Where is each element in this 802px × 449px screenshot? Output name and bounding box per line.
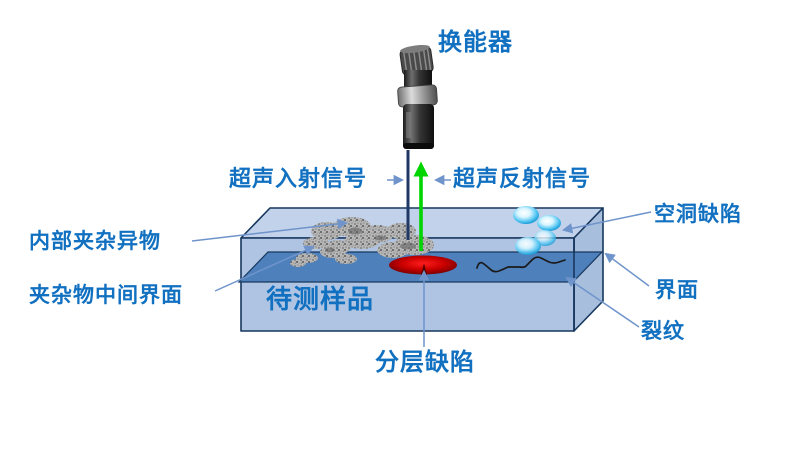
void-bubbles xyxy=(513,206,561,255)
inclusion-interface-leader-arrow xyxy=(214,245,315,292)
void-defect-leader-arrow xyxy=(561,211,652,234)
crack-leader-arrow xyxy=(565,276,640,328)
delamination-label: 分层缺陷 xyxy=(375,348,475,376)
crack-line xyxy=(476,256,566,273)
reflected-signal-label: 超声反射信号 xyxy=(453,167,592,192)
inclusion-interface-label: 夹杂物中间界面 xyxy=(29,283,183,307)
transducer-graphic xyxy=(397,44,438,149)
interface-label: 界面 xyxy=(655,278,699,302)
crack-label: 裂纹 xyxy=(641,319,685,343)
transducer-label: 换能器 xyxy=(438,28,513,56)
void-defect-label: 空洞缺陷 xyxy=(654,202,742,226)
incident-signal-label: 超声入射信号 xyxy=(229,167,368,192)
interface-leader-arrow xyxy=(604,252,650,287)
sample-label: 待测样品 xyxy=(266,285,375,315)
internal-inclusion-label: 内部夹杂异物 xyxy=(29,229,161,253)
internal-inclusion-leader-arrow xyxy=(191,218,349,242)
